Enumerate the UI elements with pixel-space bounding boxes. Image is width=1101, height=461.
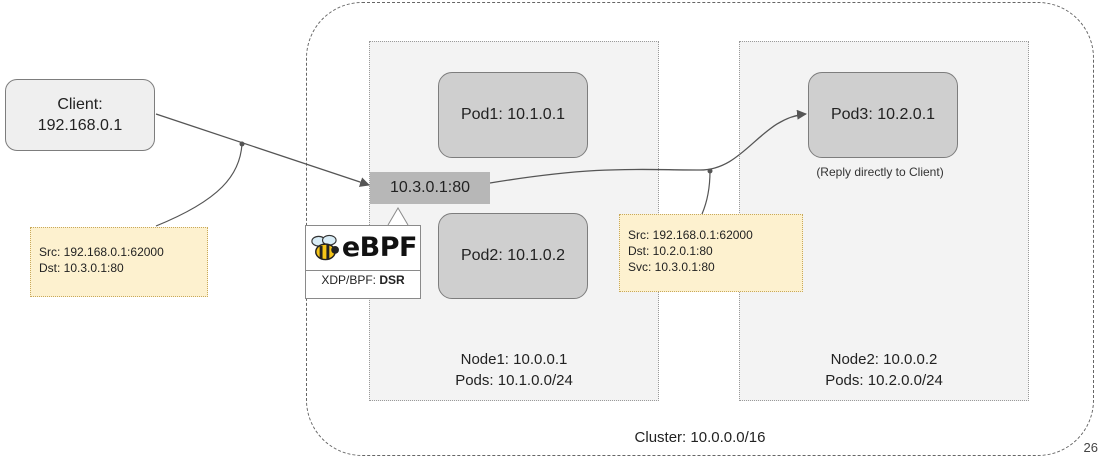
pod3-label: Pod3: 10.2.0.1 [830, 106, 936, 123]
reply-note: (Reply directly to Client) [816, 165, 944, 179]
service-vip-label: 10.3.0.1:80 [389, 179, 471, 196]
node1-name: Node1: 10.0.0.1 [460, 351, 568, 368]
note2-src: Src: 192.168.0.1:62000 [628, 228, 753, 242]
node2-label: Node2: 10.0.0.2 Pods: 10.2.0.0/24 [739, 349, 1029, 391]
ebpf-divider [305, 270, 421, 271]
note2-anchor-dot [707, 168, 713, 174]
note1-anchor-dot [239, 141, 245, 147]
packet-note-forwarded: Src: 192.168.0.1:62000 Dst: 10.2.0.1:80 … [619, 214, 803, 292]
ebpf-callout-pointer [387, 207, 409, 226]
bee-icon [311, 234, 339, 261]
page-number: 26 [1083, 440, 1098, 455]
pod1-box: Pod1: 10.1.0.1 [438, 72, 588, 158]
node1-pods: Pods: 10.1.0.0/24 [455, 372, 573, 389]
cluster-label: Cluster: 10.0.0.0/16 [634, 429, 766, 446]
pod1-label: Pod1: 10.1.0.1 [460, 106, 566, 123]
node2-name: Node2: 10.0.0.2 [830, 351, 938, 368]
note2-svc: Svc: 10.3.0.1:80 [628, 260, 715, 274]
ebpf-caption: XDP/BPF: DSR [305, 273, 421, 287]
node2-pods: Pods: 10.2.0.0/24 [825, 372, 943, 389]
client-to-vip-arrow [155, 113, 370, 187]
ebpf-caption-mode: DSR [379, 273, 405, 287]
note1-leader [155, 143, 243, 227]
ebpf-logo: eBPF [309, 228, 418, 266]
service-vip: 10.3.0.1:80 [370, 172, 490, 204]
ebpf-logo-text: eBPF [341, 231, 418, 263]
note1-dst: Dst: 10.3.0.1:80 [39, 261, 124, 275]
note2-leader [701, 170, 711, 215]
vip-to-pod3-arrow [489, 109, 807, 184]
client-label: Client: [57, 96, 103, 113]
ebpf-caption-prefix: XDP/BPF: [321, 273, 380, 287]
node1-label: Node1: 10.0.0.1 Pods: 10.1.0.0/24 [369, 349, 659, 391]
note2-dst: Dst: 10.2.0.1:80 [628, 244, 713, 258]
packet-note-client: Src: 192.168.0.1:62000 Dst: 10.3.0.1:80 [30, 227, 208, 297]
pod2-box: Pod2: 10.1.0.2 [438, 213, 588, 299]
pod2-label: Pod2: 10.1.0.2 [460, 247, 566, 264]
client-box: Client: 192.168.0.1 [5, 79, 155, 151]
note1-src: Src: 192.168.0.1:62000 [39, 245, 164, 259]
client-ip: 192.168.0.1 [37, 117, 123, 134]
pod3-box: Pod3: 10.2.0.1 [808, 72, 958, 158]
